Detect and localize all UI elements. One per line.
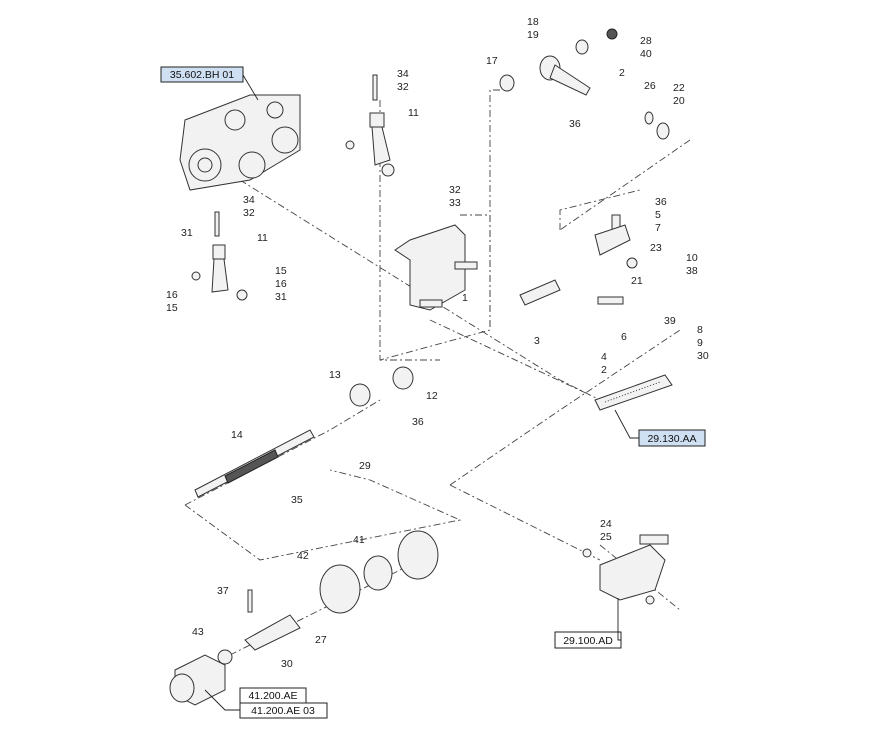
callout: 15 [166, 302, 178, 314]
lever-left [191, 211, 248, 301]
callout: 36 [412, 416, 424, 428]
ref-label: 41.200.AE [248, 690, 297, 702]
ref-box-linkage[interactable]: 29.130.AA [614, 409, 706, 447]
ref-box-valve[interactable]: 29.100.AD [554, 598, 622, 649]
arm-right [519, 214, 638, 306]
callout: 36 [569, 118, 581, 130]
callout: 10 [686, 252, 698, 264]
callout: 9 [697, 337, 703, 349]
callout: 26 [644, 80, 656, 92]
callout: 33 [449, 197, 461, 209]
callout: 24 [600, 518, 612, 530]
ref-label: 29.100.AD [563, 635, 613, 647]
callout: 8 [697, 324, 703, 336]
callout: 36 [655, 196, 667, 208]
callout: 32 [243, 207, 255, 219]
callout: 29 [359, 460, 371, 472]
callout: 17 [486, 55, 498, 67]
callout: 3 [534, 335, 540, 347]
callout: 30 [281, 658, 293, 670]
steering-shaft [194, 429, 315, 498]
callout: 31 [275, 291, 287, 303]
callout: 43 [192, 626, 204, 638]
ref-label: 41.200.AE 03 [251, 705, 315, 717]
callout: 40 [640, 48, 652, 60]
callout: 13 [329, 369, 341, 381]
callout: 2 [601, 364, 607, 376]
stub-axle [499, 28, 670, 140]
callout: 34 [397, 68, 409, 80]
callout: 14 [231, 429, 243, 441]
callout: 7 [655, 222, 661, 234]
steering-motor [169, 654, 226, 706]
bracket [394, 224, 478, 311]
callout: 32 [449, 184, 461, 196]
callout: 34 [243, 194, 255, 206]
callout: 39 [664, 315, 676, 327]
callout: 35 [291, 494, 303, 506]
callout: 31 [181, 227, 193, 239]
callout: 20 [673, 95, 685, 107]
callout: 5 [655, 209, 661, 221]
callout: 38 [686, 265, 698, 277]
callout: 27 [315, 634, 327, 646]
callout: 30 [697, 350, 709, 362]
bushings [349, 366, 414, 407]
valve [582, 534, 669, 605]
callout: 41 [353, 534, 365, 546]
ref-box-steering-motor[interactable]: 41.200.AE 41.200.AE 03 [204, 687, 328, 719]
callout: 16 [166, 289, 178, 301]
callout: 11 [408, 107, 419, 119]
spring-link [594, 374, 673, 411]
boot-and-rings [319, 530, 439, 614]
callouts: 34 32 11 32 33 18 19 17 28 40 2 26 22 20… [166, 16, 709, 670]
callout: 12 [426, 390, 438, 402]
universal-joint [217, 589, 301, 665]
callout: 16 [275, 278, 287, 290]
callout: 28 [640, 35, 652, 47]
callout: 6 [621, 331, 627, 343]
callout: 32 [397, 81, 409, 93]
lever-upper [345, 74, 395, 177]
ref-label: 35.602.BH 01 [170, 69, 234, 81]
callout: 37 [217, 585, 229, 597]
ref-box-hydrostatic-pump[interactable]: 35.602.BH 01 [160, 66, 259, 101]
callout: 19 [527, 29, 539, 41]
callout: 15 [275, 265, 287, 277]
callout: 23 [650, 242, 662, 254]
callout: 11 [257, 232, 268, 244]
hydrostatic-pump [179, 94, 301, 191]
callout: 4 [601, 351, 607, 363]
callout: 2 [619, 67, 625, 79]
callout: 1 [462, 292, 468, 304]
callout: 22 [673, 82, 685, 94]
callout: 42 [297, 550, 309, 562]
assembly-lines [184, 89, 691, 656]
ref-label: 29.130.AA [647, 433, 696, 445]
callout: 21 [631, 275, 643, 287]
callout: 25 [600, 531, 612, 543]
callout: 18 [527, 16, 539, 28]
